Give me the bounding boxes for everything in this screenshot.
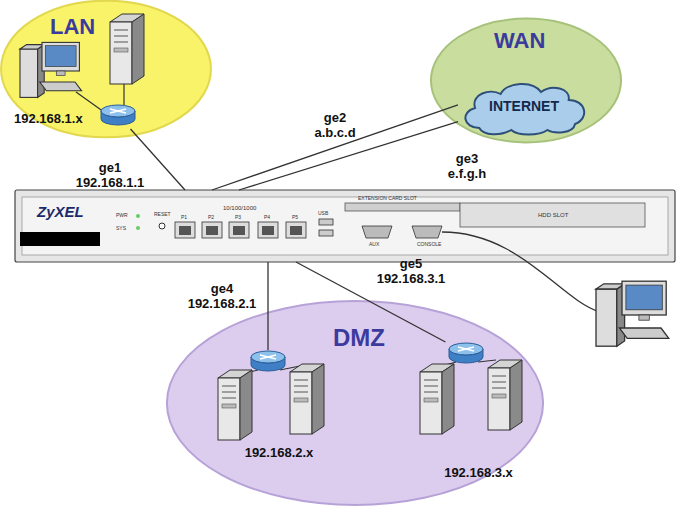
node-label: INTERNET xyxy=(458,98,590,114)
panel-label: P1 xyxy=(181,215,187,220)
node-label: 192.168.2.x xyxy=(210,446,348,461)
link-label-holder: ge4 192.168.2.1 xyxy=(180,281,264,311)
interface-label: ge1 192.168.1.1 xyxy=(70,160,150,190)
interface-label: ge4 192.168.2.1 xyxy=(180,281,264,311)
panel-label: PWR xyxy=(116,213,128,218)
link-label-holder: ge3 e.f.g.h xyxy=(438,151,496,181)
panel-label: USB xyxy=(318,211,328,216)
panel-label: P5 xyxy=(292,215,298,220)
link-label-holder: ge2 a.b.c.d xyxy=(306,110,364,140)
wan-zone: WAN INTERNET xyxy=(430,18,622,143)
panel-label: HDD SLOT xyxy=(538,212,568,218)
panel-label-holder: P4 xyxy=(264,215,270,220)
link-label-holder: ge5 192.168.3.1 xyxy=(370,256,452,286)
server-icon xyxy=(218,370,252,440)
panel-label: EXTENSION CARD SLOT xyxy=(358,196,417,201)
network-link xyxy=(267,262,268,350)
text-holder: LAN xyxy=(50,14,95,39)
text-holder: DMZ xyxy=(333,324,385,352)
panel-label-holder: PWR xyxy=(116,213,128,218)
interface-label: ge3 e.f.g.h xyxy=(438,151,496,181)
link-label-holder: ge1 192.168.1.1 xyxy=(70,160,150,190)
panel-label: P3 xyxy=(235,215,241,220)
server-icon xyxy=(110,14,144,84)
panel-label-holder: SYS xyxy=(116,226,126,231)
internet-cloud: INTERNET xyxy=(458,78,590,136)
node-label: 192.168.3.x xyxy=(412,466,545,481)
panel-label-holder: 10/100/1000 xyxy=(223,205,256,211)
node-label: DMZ xyxy=(333,324,385,352)
router-icon xyxy=(251,351,285,371)
network-link xyxy=(212,105,458,190)
panel-label-holder: HDD SLOT xyxy=(538,212,568,218)
text-holder: 192.168.3.x xyxy=(412,466,545,481)
panel-label-holder: EXTENSION CARD SLOT xyxy=(358,196,417,201)
brand-logo: ZyXEL xyxy=(37,203,84,220)
panel-label: SYS xyxy=(116,226,126,231)
panel-label-holder: P3 xyxy=(235,215,241,220)
panel-label: AUX xyxy=(369,242,379,247)
node-label: WAN xyxy=(494,28,545,53)
panel-label-holder: P1 xyxy=(181,215,187,220)
panel-label-holder: AUX xyxy=(369,242,379,247)
panel-label: RESET xyxy=(154,212,171,217)
node-label: 192.168.1.x xyxy=(14,112,83,127)
pc-icon xyxy=(20,42,82,97)
server-icon xyxy=(290,364,324,434)
interface-label: ge5 192.168.3.1 xyxy=(370,256,452,286)
panel-label-holder: RESET xyxy=(154,212,171,217)
panel-label: 10/100/1000 xyxy=(223,205,256,211)
pc-icon xyxy=(596,281,669,346)
interface-label: ge2 a.b.c.d xyxy=(306,110,364,140)
panel-label-holder: P5 xyxy=(292,215,298,220)
node-label: LAN xyxy=(50,14,95,39)
panel-label: P4 xyxy=(264,215,270,220)
panel-label: P2 xyxy=(208,215,214,220)
text-holder: ZyXEL xyxy=(37,203,84,220)
router-icon xyxy=(449,343,483,363)
panel-label-holder: P2 xyxy=(208,215,214,220)
server-icon xyxy=(488,360,522,430)
text-holder: INTERNET xyxy=(458,98,590,114)
text-holder: WAN xyxy=(494,28,545,53)
text-holder: 192.168.2.x xyxy=(210,446,348,461)
text-holder: 192.168.1.x xyxy=(14,112,83,127)
device-body xyxy=(15,190,675,262)
server-icon xyxy=(420,364,454,434)
panel-label-holder: CONSOLE xyxy=(417,242,441,247)
panel-label: CONSOLE xyxy=(417,242,441,247)
console-cable xyxy=(442,232,600,312)
router-icon xyxy=(101,105,135,125)
panel-label-holder: USB xyxy=(318,211,328,216)
